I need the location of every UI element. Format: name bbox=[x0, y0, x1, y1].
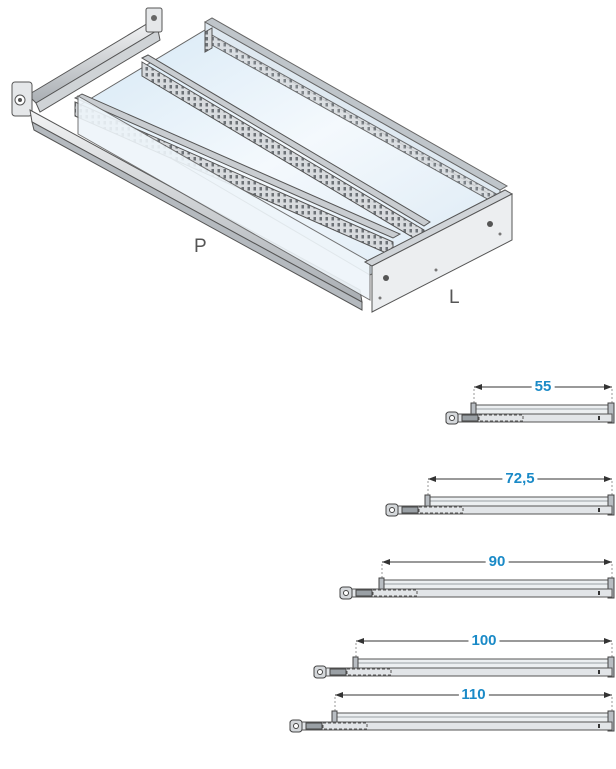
telescopic-rail-icon bbox=[385, 476, 615, 517]
rail-row: 110 bbox=[0, 683, 616, 753]
extension-length-label: 55 bbox=[531, 379, 555, 395]
drawer-illustration bbox=[11, 7, 514, 313]
rail-row: 72,5 bbox=[0, 467, 616, 537]
extension-length-label: 100 bbox=[468, 633, 500, 649]
extension-length-label: 110 bbox=[458, 687, 489, 703]
depth-label: P bbox=[194, 236, 207, 257]
telescopic-rail-icon bbox=[445, 384, 615, 425]
divider-rear bbox=[140, 54, 431, 245]
width-label: L bbox=[449, 287, 460, 308]
rail-row: 55 bbox=[0, 375, 616, 445]
rear-frame bbox=[11, 7, 163, 117]
drawer-front-panel bbox=[363, 189, 514, 313]
extension-length-label: 72,5 bbox=[502, 471, 538, 487]
drawer-side-wall bbox=[77, 95, 371, 301]
telescopic-rail-icon bbox=[339, 559, 615, 600]
rail-row: 90 bbox=[0, 550, 616, 620]
rail-row: 100 bbox=[0, 629, 616, 699]
extension-length-label: 90 bbox=[485, 554, 509, 570]
telescopic-rail-icon bbox=[289, 692, 615, 733]
